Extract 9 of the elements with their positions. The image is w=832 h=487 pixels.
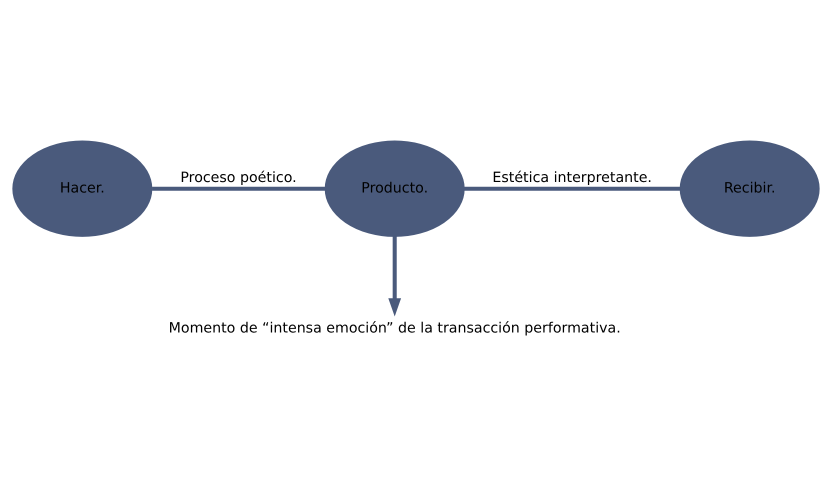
connector bbox=[464, 186, 680, 190]
node-ellipse: Producto. bbox=[324, 140, 465, 236]
node-ellipse: Recibir. bbox=[680, 140, 820, 236]
arrow bbox=[388, 236, 402, 316]
connector bbox=[152, 186, 326, 190]
edge-label: Estética interpretante. bbox=[492, 169, 652, 186]
edge-label: Proceso poético. bbox=[180, 169, 297, 186]
node-ellipse: Hacer. bbox=[12, 140, 152, 236]
node-text: Momento de “intensa emoción” de la transacción performativa. bbox=[168, 320, 621, 336]
